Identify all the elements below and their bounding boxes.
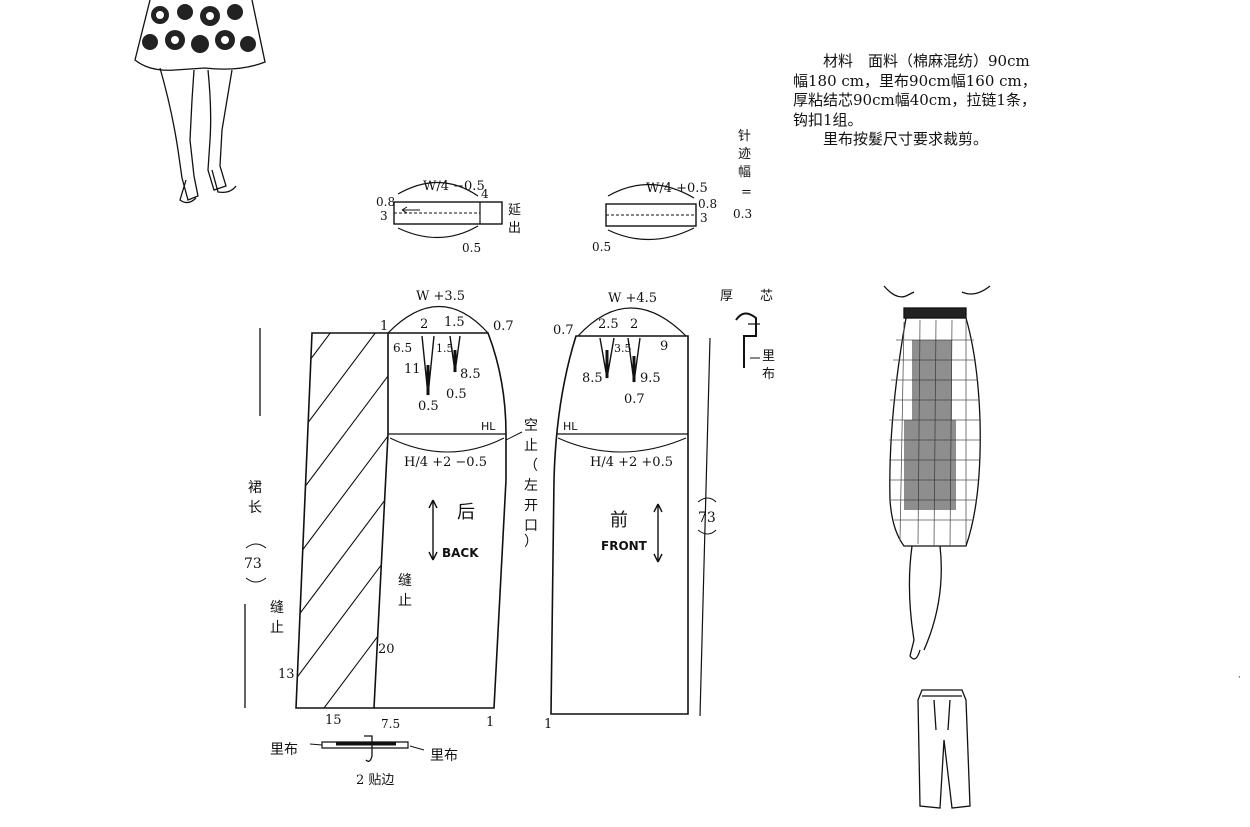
waistband-front-dim-08: 0.8 [698,197,717,211]
vent-lining-left: 里布 [270,742,298,758]
back-dim-05b: 0.5 [446,387,467,402]
stitch-note-char-2: 迹 [738,147,751,162]
front-dim-85: 8.5 [582,371,603,386]
back-seam-stop-2: 止 [398,593,412,609]
back-dim-85: 8.5 [460,367,481,382]
back-dim-05a: 0.5 [418,399,439,414]
waistband-extend-label-2: 出 [508,221,521,236]
interfacing-lining-1: 里 [762,349,775,364]
front-dim-35: 3.5 [614,342,632,355]
front-dim-07: 0.7 [553,323,574,338]
front-hip-line-label: HL [563,420,578,433]
front-dim-1-bottom: 1 [544,717,552,732]
stitch-width-note: 针 迹 幅 = 0.3 [733,129,752,221]
zipper-opening-note: 空 止 （ 左 开 口 ） [505,418,538,550]
vent-facing-label: 2 贴边 [356,773,394,788]
front-panel: W +4.5 0.7 2.5 2 9 3.5 8.5 9.5 0.7 HL H/… [544,291,689,732]
materials-line-1: 材料 面料（棉麻混纺）90cm [823,52,1030,70]
materials-text-block: 材料 面料（棉麻混纺）90cm 幅180 cm，里布90cm幅160 cm， 厚… [793,52,1153,150]
interfacing-lining-2: 布 [762,367,775,382]
front-dim-95: 9.5 [640,371,661,386]
stitch-note-char-4: = [741,185,752,200]
waistband-back-dim-4: 4 [481,187,489,201]
zipper-note-7: ） [524,534,538,550]
skirt-length-label-1: 裙 [248,480,262,496]
materials-line-5: 里布按髮尺寸要求裁剪。 [823,130,989,148]
back-dim-20: 20 [378,642,395,657]
skirt-length-label-2: 长 [248,500,262,516]
skirt-length-measure: 裙 长 73 缝 止 [244,328,284,708]
back-label-en: BACK [442,546,479,560]
materials-line-4: 钩扣1组。 [793,110,863,129]
stitch-note-char-3: 幅 [738,165,751,180]
back-dim-13: 13 [278,667,295,682]
vent-detail: 里布 里布 2 贴边 [270,735,458,788]
front-dim-9: 9 [660,339,668,354]
left-seam-stop-2: 止 [270,620,284,636]
waistband-back: W/4 −0.5 0.8 3 4 0.5 延 出 [376,179,521,255]
back-dim-11: 11 [404,362,421,377]
waistband-front-formula: W/4 +0.5 [646,181,708,196]
waistband-back-dim-05: 0.5 [462,241,481,255]
zipper-note-1: 空 [524,418,538,434]
right-length-measure: 73 [697,337,717,717]
waistband-front-dim-3: 3 [700,211,708,225]
back-dim-15b: 1.5 [436,342,454,355]
back-hip-formula: H/4 +2 −0.5 [404,455,487,470]
back-dim-1: 1 [380,319,388,334]
waistband-back-dim-3: 3 [380,209,388,223]
right-length-value: 73 [698,510,716,526]
interfacing-thick: 厚 [720,289,733,304]
waistband-back-dim-08: 0.8 [376,195,395,209]
back-panel: W +3.5 1 2 1.5 0.7 6.5 11 1.5 8.5 0.5 0.… [278,289,514,731]
figure-illustration-top [134,0,266,204]
waistband-front: W/4 +0.5 0.8 3 0.5 [592,181,717,254]
stitch-note-char-1: 针 [738,129,751,144]
back-dim-75: 7.5 [381,717,400,731]
front-dim-07b: 0.7 [624,392,645,407]
zipper-note-6: 口 [524,518,538,534]
waistband-extend-label-1: 延 [508,203,521,218]
back-hip-line-label: HL [481,420,496,433]
waistband-back-formula: W/4 −0.5 [423,179,485,194]
interfacing-core: 芯 [760,289,773,304]
back-dim-15-bottom: 15 [325,713,342,728]
back-dim-15: 1.5 [444,315,465,330]
back-waist-formula: W +3.5 [416,289,465,304]
front-waist-formula: W +4.5 [608,291,657,306]
zipper-note-5: 开 [524,498,538,514]
front-dim-2: 2 [630,317,638,332]
vent-lining-right: 里布 [430,748,458,764]
zipper-note-3: （ [524,458,538,474]
back-label-cn: 后 [457,502,475,523]
front-dim-25: 2.5 [598,317,619,332]
back-dim-07: 0.7 [493,319,514,334]
left-seam-stop-1: 缝 [270,600,284,616]
interfacing-detail: 厚 芯 里 布 [720,289,775,382]
zipper-note-4: 左 [524,478,538,494]
back-seam-stop-1: 缝 [398,573,412,589]
margin-mark: · [1238,673,1241,683]
back-dim-1-bottom: 1 [486,715,494,730]
front-label-en: FRONT [601,539,648,553]
materials-line-2: 幅180 cm，里布90cm幅160 cm， [793,71,1037,90]
back-dim-65: 6.5 [393,341,412,355]
materials-line-3: 厚粘结芯90cm幅40cm，拉链1条， [793,91,1036,109]
back-dim-2: 2 [420,317,428,332]
front-label-cn: 前 [610,510,628,531]
front-hip-formula: H/4 +2 +0.5 [590,455,673,470]
waistband-front-dim-05: 0.5 [592,240,611,254]
stitch-note-value: 0.3 [733,207,752,221]
skirt-length-value: 73 [244,556,262,572]
figure-illustration-right [883,285,991,809]
zipper-note-2: 止 [524,438,538,454]
